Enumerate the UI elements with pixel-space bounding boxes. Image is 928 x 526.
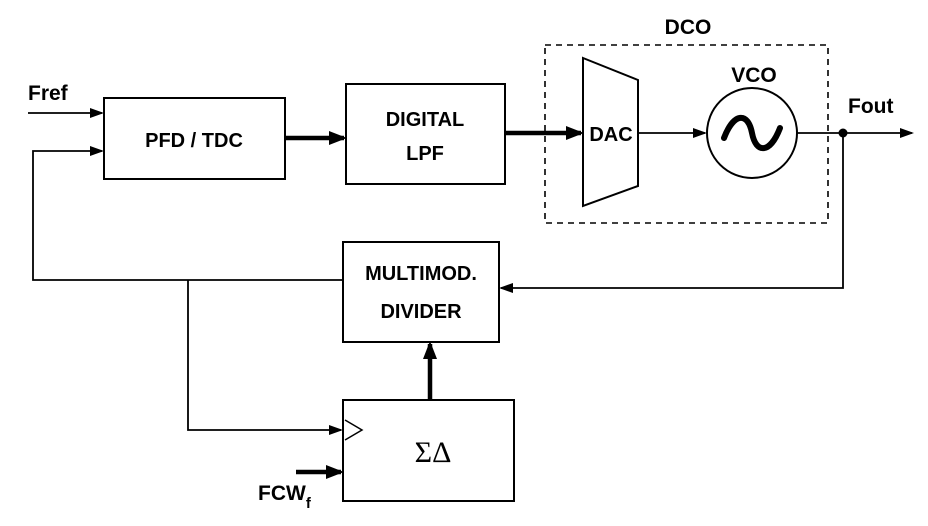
fref-label: Fref bbox=[28, 82, 69, 105]
pfd-tdc-block bbox=[103, 97, 286, 180]
fcw-subscript: f bbox=[306, 495, 312, 512]
dac-block bbox=[582, 56, 639, 208]
fcw-label: FCWf bbox=[258, 482, 312, 512]
multimod-divider-block bbox=[342, 241, 500, 343]
fout-to-divider-wire bbox=[499, 133, 844, 293]
vco-sine-icon bbox=[721, 114, 783, 152]
dco-label: DCO bbox=[665, 16, 712, 39]
feedback-to-sigma-delta-wire bbox=[187, 280, 343, 435]
vco-label: VCO bbox=[731, 64, 777, 87]
digital-lpf-label-line2: LPF bbox=[406, 143, 444, 165]
divider-label-line1: MULTIMOD. bbox=[365, 263, 477, 285]
digital-lpf-label-line1: DIGITAL bbox=[386, 109, 465, 131]
sigma-delta-block bbox=[342, 399, 515, 502]
pfd-tdc-label: PFD / TDC bbox=[145, 130, 243, 152]
sigma-delta-label: ΣΔ bbox=[415, 436, 452, 469]
digital-lpf-block bbox=[345, 83, 506, 185]
sigma-delta-clock-input-icon bbox=[344, 419, 364, 441]
fcw-main: FCW bbox=[258, 482, 306, 505]
fout-label: Fout bbox=[848, 95, 893, 118]
divider-label-line2: DIVIDER bbox=[380, 301, 462, 323]
dac-label: DAC bbox=[589, 124, 632, 146]
